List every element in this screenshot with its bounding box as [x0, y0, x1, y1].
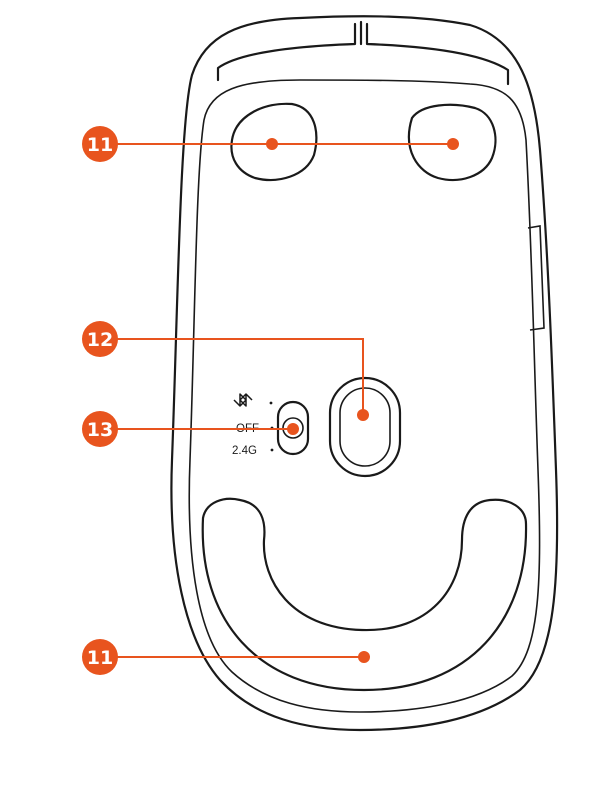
foot-pad-bottom [201, 497, 528, 692]
callout-11-bottom-dot [358, 651, 370, 663]
callout-13-dot [287, 423, 299, 435]
switch-label-wireless: 2.4G [232, 445, 257, 457]
sensor-housing-inner [339, 387, 391, 467]
callout-12-dot [357, 409, 369, 421]
svg-text:11: 11 [87, 647, 113, 669]
svg-text:11: 11 [87, 134, 113, 156]
side-button-groove [527, 225, 545, 331]
bluetooth-dot [269, 401, 273, 405]
wireless-dot [270, 448, 274, 452]
top-button-seam-right [365, 22, 510, 86]
mouse-body-inner-outline [188, 79, 541, 713]
callout-badge-13: 13 [82, 411, 118, 447]
callout-badge-12: 12 [82, 321, 118, 357]
mouse-body-outline [170, 15, 559, 732]
callout-badge-11-top: 11 [82, 126, 118, 162]
foot-pad-top-left [230, 102, 318, 182]
callout-badge-11-bottom: 11 [82, 639, 118, 675]
top-button-seam [216, 22, 357, 82]
callout-11-top-dot-right [447, 138, 459, 150]
foot-pad-top-right [407, 103, 497, 182]
bluetooth-icon [233, 393, 253, 407]
callout-12-line [115, 338, 364, 415]
sensor-housing [328, 376, 402, 478]
svg-text:13: 13 [87, 419, 113, 441]
callout-11-top-dot-left [266, 138, 278, 150]
svg-text:12: 12 [87, 329, 113, 351]
